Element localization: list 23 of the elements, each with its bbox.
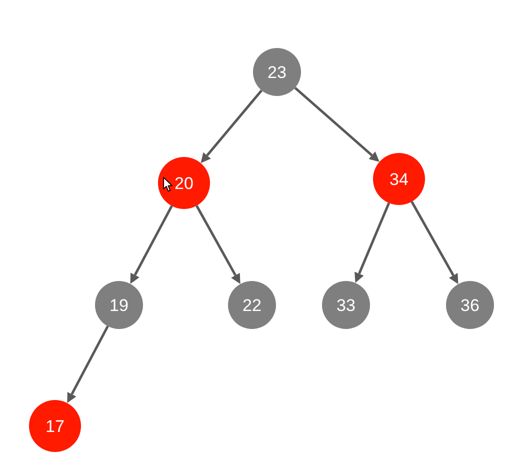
- tree-node: [228, 281, 276, 329]
- tree-node: [446, 281, 494, 329]
- arrow: [200, 90, 263, 164]
- arrow: [196, 205, 240, 284]
- arrow: [410, 201, 458, 284]
- node-value: 33: [336, 296, 356, 314]
- arrow: [67, 326, 109, 404]
- arrow: [354, 202, 390, 283]
- node-value: 34: [390, 170, 408, 188]
- tree-node: [253, 48, 301, 96]
- tree-node: [373, 153, 425, 205]
- node-value: 17: [46, 418, 64, 434]
- node-value: 22: [242, 296, 262, 314]
- tree-node: [95, 281, 143, 329]
- tree-node: [29, 400, 81, 452]
- tree-node: [322, 281, 370, 329]
- node-value: 36: [460, 296, 480, 314]
- arrow: [294, 86, 380, 162]
- tree-node: [158, 157, 210, 209]
- node-value: 23: [268, 64, 286, 80]
- node-value: 20: [174, 174, 194, 192]
- arrow: [130, 205, 173, 284]
- node-value: 19: [110, 296, 128, 314]
